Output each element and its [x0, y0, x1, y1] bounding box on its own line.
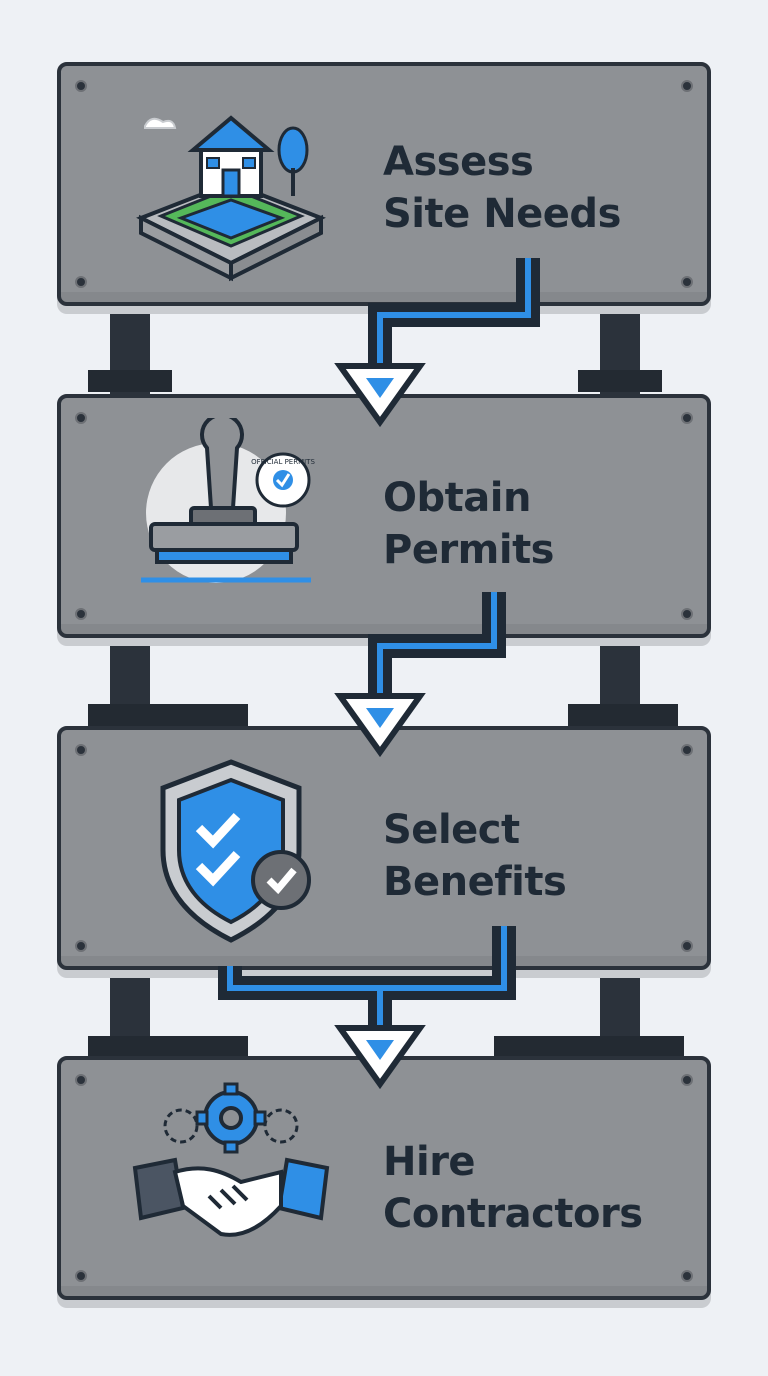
step-label-line1: Obtain	[383, 475, 531, 521]
post-base	[88, 370, 172, 392]
stamp-icon: OFFICIAL PERMITS	[141, 418, 315, 583]
house-site-icon	[136, 115, 326, 282]
flow-arrow-2	[334, 592, 506, 758]
step-label-line1: Hire	[383, 1139, 476, 1185]
step-label-line2: Contractors	[383, 1191, 643, 1237]
step-label-line1: Select	[383, 807, 520, 853]
bolt	[681, 744, 693, 756]
bolt	[75, 412, 87, 424]
bolt	[681, 80, 693, 92]
stamp-text: OFFICIAL PERMITS	[251, 458, 315, 466]
bolt	[75, 744, 87, 756]
post-base	[494, 1036, 684, 1058]
step-panel-assess: Assess Site Needs	[57, 62, 711, 306]
step-label-line2: Site Needs	[383, 191, 621, 237]
step-label-line2: Permits	[383, 527, 555, 573]
bolt	[681, 608, 693, 620]
bolt	[75, 608, 87, 620]
step-panel-benefits: Select Benefits	[57, 726, 711, 970]
step-label-benefits: Select Benefits	[383, 804, 567, 908]
bolt	[75, 1270, 87, 1282]
step-label-permits: Obtain Permits	[383, 472, 555, 576]
post-base	[568, 704, 678, 726]
post-base	[578, 370, 662, 392]
flow-arrow-1	[334, 258, 540, 428]
bolt	[75, 276, 87, 288]
step-panel-contractors: Hire Contractors	[57, 1056, 711, 1300]
step-label-contractors: Hire Contractors	[383, 1136, 643, 1240]
bolt	[75, 940, 87, 952]
step-label-assess: Assess Site Needs	[383, 136, 621, 240]
flow-arrow-3	[218, 926, 516, 1090]
bolt	[681, 412, 693, 424]
step-label-line2: Benefits	[383, 859, 567, 905]
step-panel-permits: OFFICIAL PERMITS Obtain Permits	[57, 394, 711, 638]
bolt	[681, 940, 693, 952]
post-base	[88, 704, 248, 726]
post-base	[88, 1036, 248, 1058]
bolt	[681, 1270, 693, 1282]
bolt	[75, 1074, 87, 1086]
handshake-gear-icon	[132, 1082, 330, 1237]
bolt	[681, 1074, 693, 1086]
step-label-line1: Assess	[383, 139, 534, 185]
bolt	[681, 276, 693, 288]
bolt	[75, 80, 87, 92]
shield-check-icon	[160, 759, 311, 943]
